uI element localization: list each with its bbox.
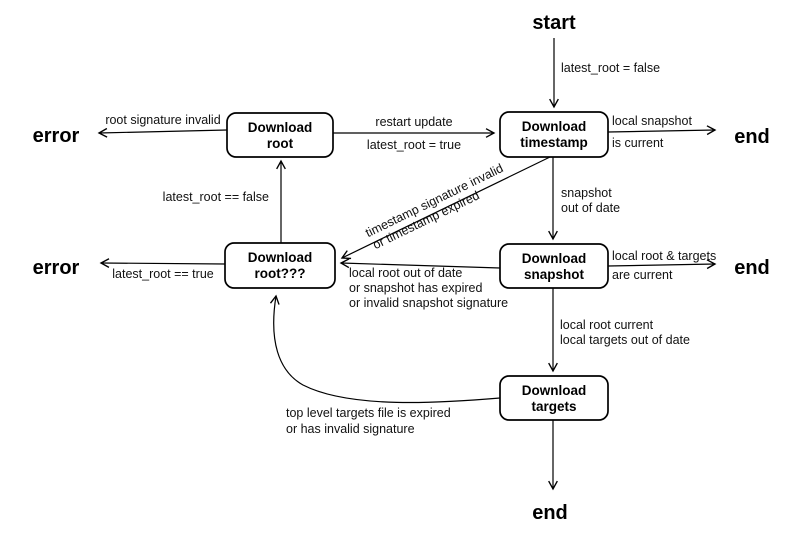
download-targets-label-line1: Download bbox=[522, 383, 587, 398]
download-targets-label-line2: targets bbox=[531, 399, 576, 414]
label-timestamp-to-root-again-group: timestamp signature invalid or timestamp… bbox=[363, 161, 505, 252]
node-download-targets: Download targets bbox=[499, 375, 609, 421]
download-root-again-label-line2: root??? bbox=[255, 266, 306, 281]
download-timestamp-label-line1: Download bbox=[522, 119, 587, 134]
edge-snapshot-to-end bbox=[607, 259, 717, 270]
download-snapshot-box bbox=[499, 243, 609, 289]
label-timestamp-to-snapshot-1: snapshot bbox=[561, 186, 612, 200]
label-start-to-timestamp: latest_root = false bbox=[561, 61, 660, 75]
label-root-to-timestamp-2: latest_root = true bbox=[367, 138, 461, 152]
label-snapshot-to-root-again-2: or snapshot has expired bbox=[349, 281, 482, 295]
download-snapshot-label-line1: Download bbox=[522, 251, 587, 266]
label-targets-to-root-again-2: or has invalid signature bbox=[286, 422, 415, 436]
label-timestamp-to-snapshot-2: out of date bbox=[561, 201, 620, 215]
download-root-label-line2: root bbox=[267, 136, 294, 151]
edge-snapshot-to-root-again bbox=[339, 258, 501, 269]
edge-root-again-to-error bbox=[99, 258, 226, 268]
label-root-to-error: root signature invalid bbox=[105, 113, 220, 127]
label-snapshot-to-targets-1: local root current bbox=[560, 318, 654, 332]
label-snapshot-to-root-again-1: local root out of date bbox=[349, 266, 462, 280]
edge-root-to-error bbox=[97, 127, 228, 138]
label-targets-to-root-again-1: top level targets file is expired bbox=[286, 406, 451, 420]
node-download-root-again: Download root??? bbox=[224, 242, 336, 289]
label-root-again-to-root: latest_root == false bbox=[163, 190, 269, 204]
download-root-label-line1: Download bbox=[248, 120, 313, 135]
label-snapshot-to-targets-2: local targets out of date bbox=[560, 333, 690, 347]
download-root-again-label-line1: Download bbox=[248, 250, 313, 265]
label-snapshot-to-end-1: local root & targets bbox=[612, 249, 716, 263]
node-download-snapshot: Download snapshot bbox=[499, 243, 609, 289]
terminal-end-top: end bbox=[734, 126, 770, 148]
label-timestamp-to-end-1: local snapshot bbox=[612, 114, 692, 128]
label-timestamp-to-root-again-1: timestamp signature invalid bbox=[363, 161, 505, 240]
terminal-end-bottom: end bbox=[532, 502, 568, 524]
label-root-to-timestamp-1: restart update bbox=[375, 115, 452, 129]
download-snapshot-label-line2: snapshot bbox=[524, 267, 585, 282]
label-snapshot-to-root-again-3: or invalid snapshot signature bbox=[349, 296, 508, 310]
download-root-again-box bbox=[224, 242, 336, 289]
download-timestamp-box bbox=[499, 111, 609, 158]
terminal-start: start bbox=[532, 12, 576, 34]
node-download-timestamp: Download timestamp bbox=[499, 111, 609, 158]
edge-timestamp-to-end bbox=[607, 125, 717, 136]
label-snapshot-to-end-2: are current bbox=[612, 268, 673, 282]
download-timestamp-label-line2: timestamp bbox=[520, 135, 588, 150]
node-download-root: Download root bbox=[226, 112, 334, 158]
label-timestamp-to-end-2: is current bbox=[612, 136, 664, 150]
terminal-end-mid: end bbox=[734, 257, 770, 279]
terminal-error-mid: error bbox=[33, 257, 80, 279]
edge-timestamp-to-root-again bbox=[340, 156, 551, 260]
download-root-box bbox=[226, 112, 334, 158]
edge-targets-to-root-again bbox=[269, 294, 501, 404]
download-targets-box bbox=[499, 375, 609, 421]
terminal-error-top: error bbox=[33, 125, 80, 147]
label-root-again-to-error: latest_root == true bbox=[112, 267, 214, 281]
